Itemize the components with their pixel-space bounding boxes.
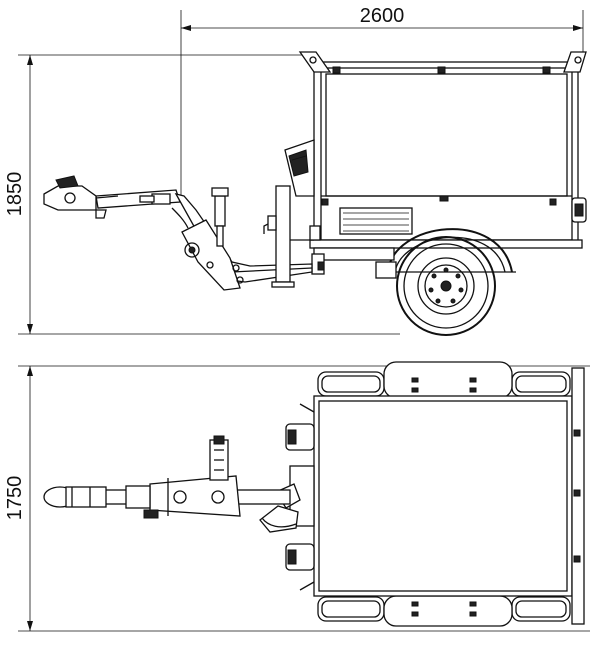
- control-panel: [284, 139, 315, 197]
- jockey-wheel: [211, 187, 229, 247]
- canopy-roof: [299, 367, 585, 625]
- top-jockey-wheel: [209, 435, 229, 481]
- side-view: [43, 51, 587, 336]
- mudguards: [317, 371, 571, 622]
- top-drawbar: [99, 475, 291, 519]
- dimension-depth-label: 1750: [4, 476, 26, 521]
- dimension-width: 2600: [180, 5, 584, 200]
- top-view: [43, 361, 585, 627]
- dimension-depth: 1750: [4, 365, 590, 632]
- dimension-width-label: 2600: [360, 5, 405, 27]
- top-coupling-head: [43, 486, 107, 508]
- support-leg: [263, 185, 314, 288]
- vent-grille: [339, 207, 413, 235]
- drawbar: [95, 189, 313, 291]
- generator-canopy: [298, 51, 587, 249]
- dimension-height: 1850: [4, 54, 400, 335]
- road-wheel: [396, 236, 496, 336]
- road-wheels: [383, 361, 513, 627]
- coupling-head: [43, 175, 119, 219]
- dimension-height-label: 1850: [4, 172, 26, 217]
- lamps: [285, 423, 315, 571]
